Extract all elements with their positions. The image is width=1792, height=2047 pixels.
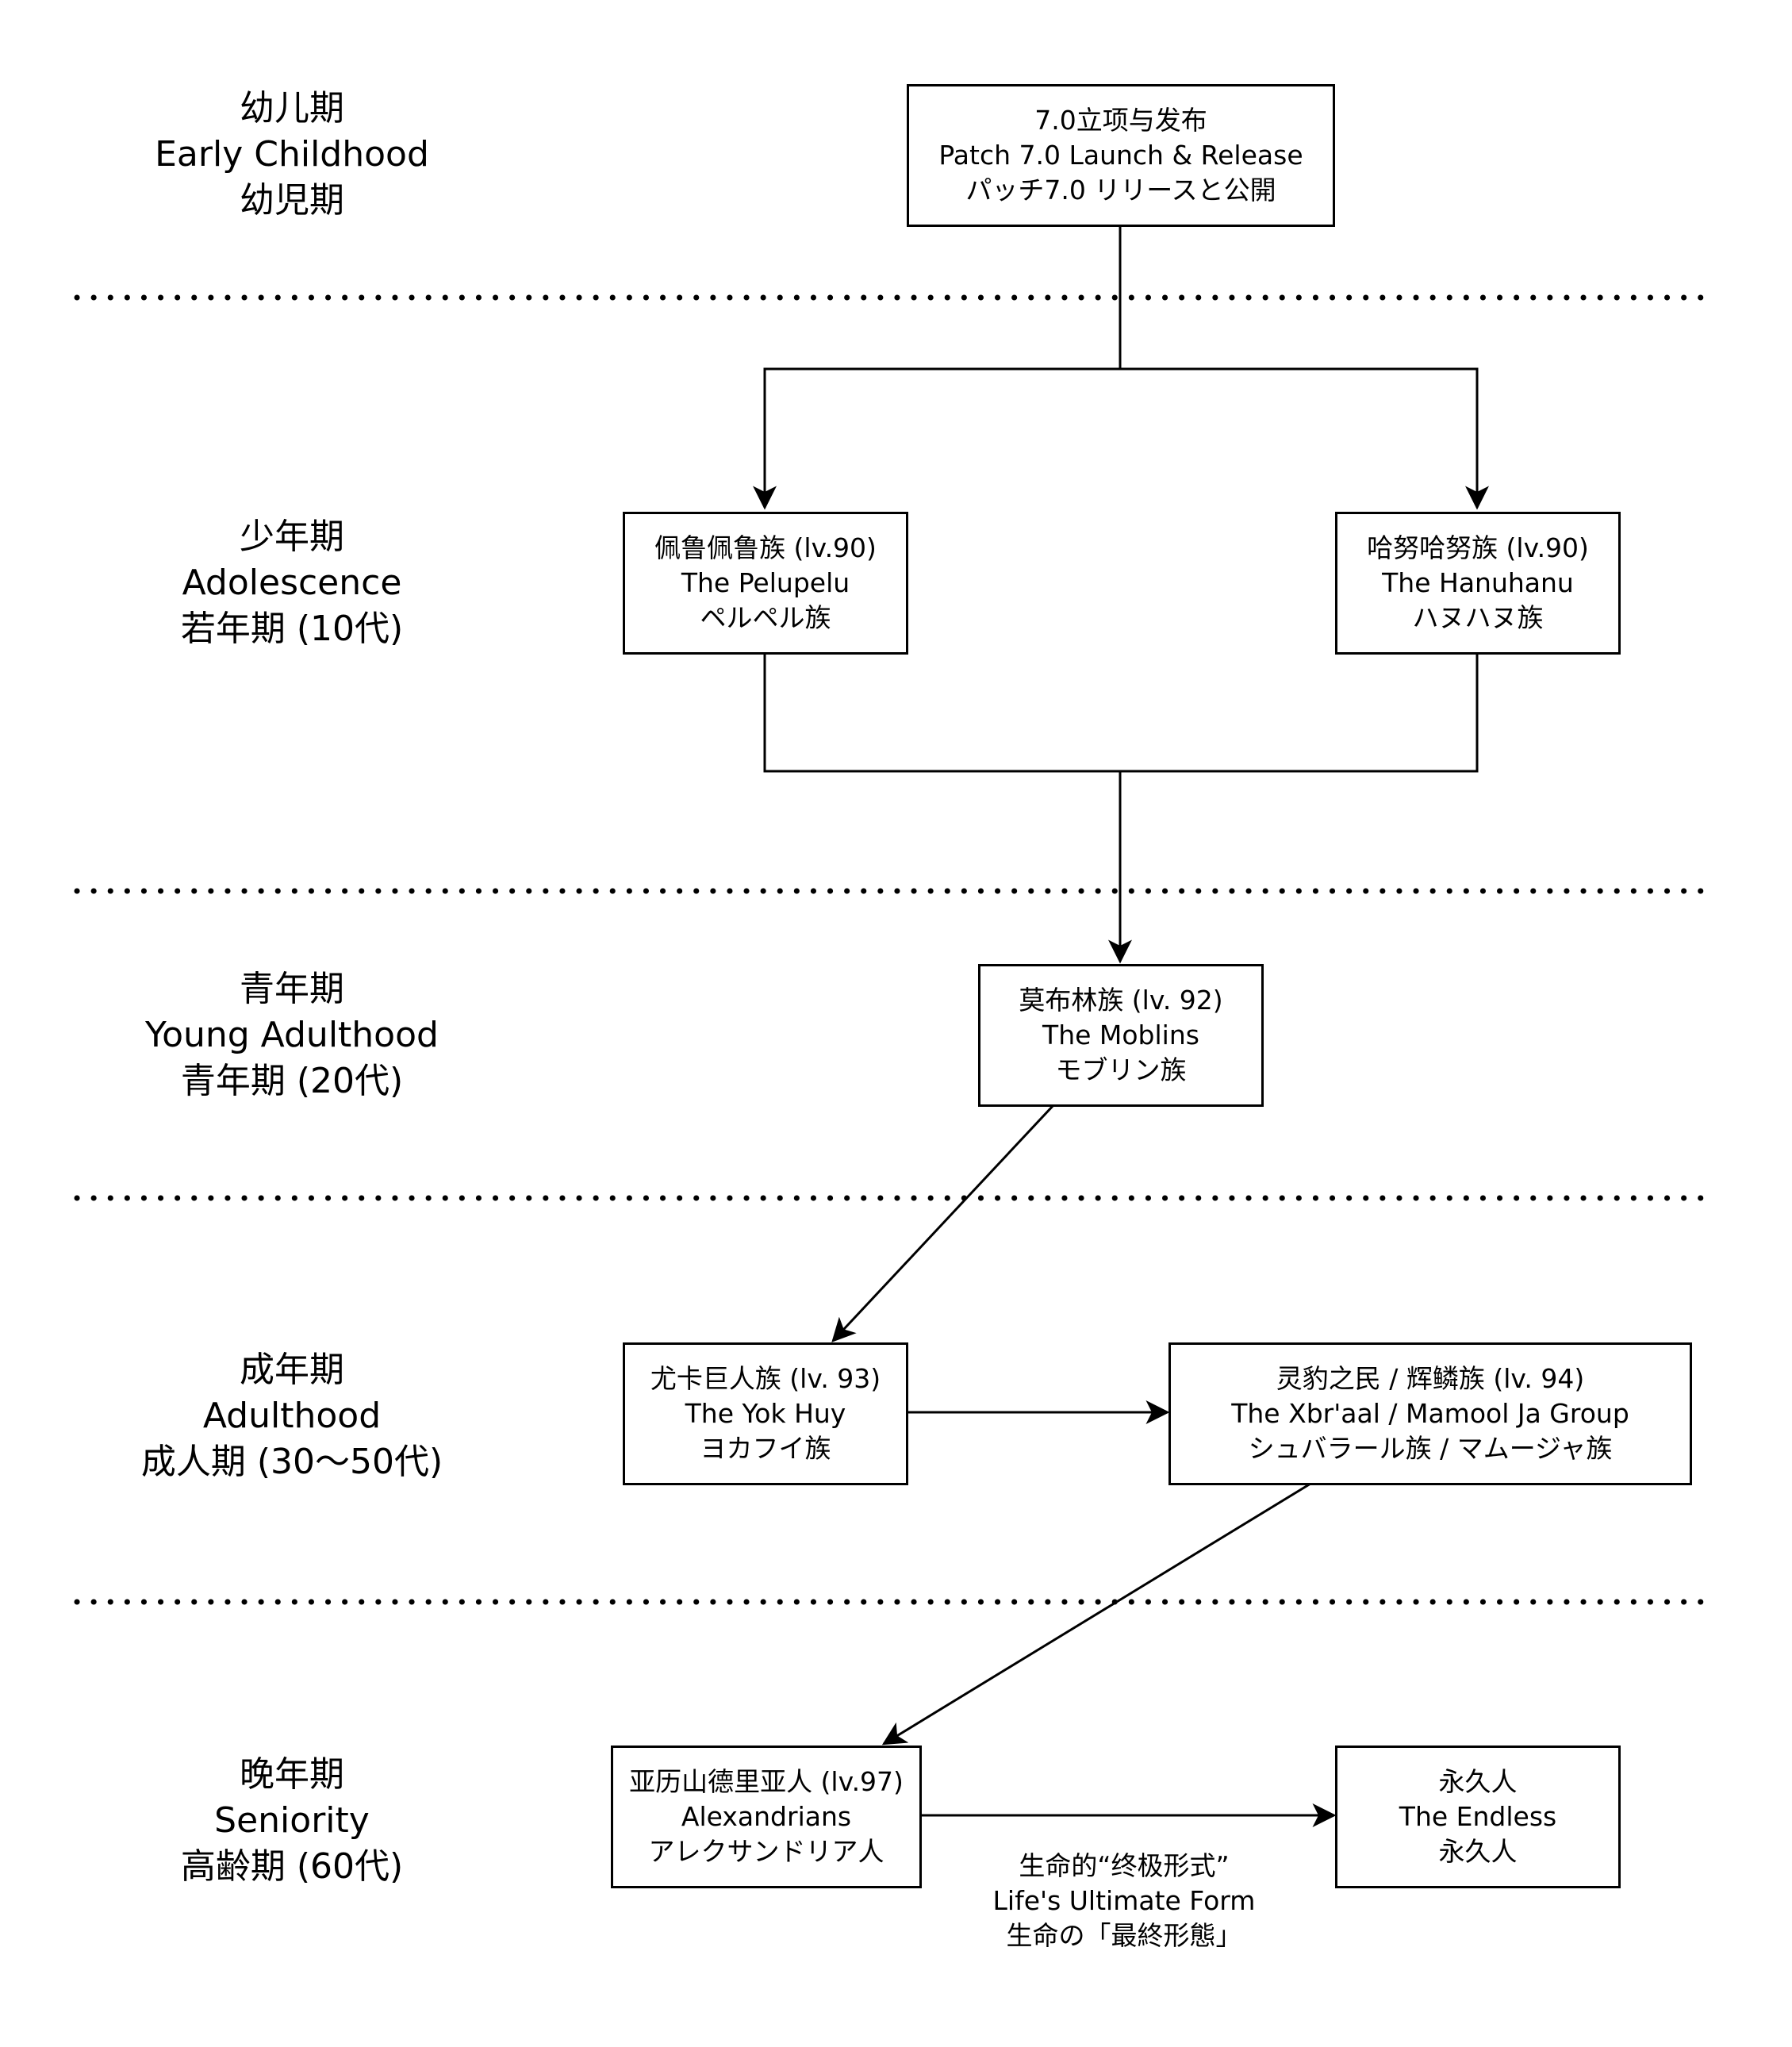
stage-label-en: Early Childhood — [155, 134, 429, 175]
node-label-en: The Endless — [1399, 1801, 1557, 1832]
node-alexandrians: 亚历山德里亚人 (lv.97) Alexandrians アレクサンドリア人 — [611, 1746, 922, 1888]
node-pelupelu: 佩鲁佩鲁族 (lv.90) The Pelupelu ペルペル族 — [623, 512, 908, 655]
stage-label-zh: 幼儿期 — [240, 88, 344, 129]
node-endless: 永久人 The Endless 永久人 — [1335, 1746, 1621, 1888]
stage-label-ja: 高齢期 (60代) — [180, 1846, 404, 1887]
node-xbraal: 灵豹之民 / 辉鳞族 (lv. 94) The Xbr'aal / Mamool… — [1168, 1342, 1692, 1485]
stage-dividers — [74, 294, 1717, 1605]
stage-label-ja: 成人期 (30〜50代) — [140, 1442, 443, 1482]
edge-pelupelu-to-moblins — [763, 653, 1132, 964]
stage-label-seniority: 晚年期 Seniority 高齢期 (60代) — [109, 1752, 474, 1890]
edge-label-zh: 生命的“终极形式” — [1019, 1850, 1230, 1881]
node-label-en: The Xbr'aal / Mamool Ja Group — [1231, 1398, 1629, 1429]
node-label-en: The Hanuhanu — [1382, 567, 1574, 598]
stage-label-zh: 少年期 — [240, 517, 344, 557]
node-label-ja: ヨカフイ族 — [700, 1433, 831, 1464]
node-moblins: 莫布林族 (lv. 92) The Moblins モブリン族 — [978, 964, 1264, 1107]
node-label-zh: 7.0立项与发布 — [1034, 105, 1207, 136]
node-label-zh: 莫布林族 (lv. 92) — [1019, 985, 1223, 1016]
edge-launch-to-hanuhanu — [1120, 367, 1489, 510]
node-label-ja: ハヌハヌ族 — [1412, 602, 1544, 633]
stage-label-ja: 幼児期 — [240, 180, 344, 221]
node-label-zh: 佩鲁佩鲁族 (lv.90) — [654, 532, 877, 563]
edge-label-ultimate-form: 生命的“终极形式” Life's Ultimate Form 生命の「最終形態」 — [922, 1849, 1326, 1953]
node-label-ja: モブリン族 — [1055, 1054, 1187, 1085]
edge-label-en: Life's Ultimate Form — [992, 1885, 1256, 1916]
node-label-zh: 尤卡巨人族 (lv. 93) — [650, 1363, 881, 1394]
node-launch: 7.0立项与发布 Patch 7.0 Launch & Release パッチ7… — [907, 84, 1335, 227]
stage-label-early-childhood: 幼儿期 Early Childhood 幼児期 — [109, 86, 474, 224]
stage-label-zh: 成年期 — [240, 1350, 344, 1390]
edge-xbraal-to-alexandrians — [881, 1482, 1311, 1746]
stage-label-en: Seniority — [214, 1800, 370, 1841]
node-label-ja: アレクサンドリア人 — [648, 1836, 884, 1867]
edge-hanuhanu-merge — [1120, 653, 1479, 773]
stage-label-en: Adulthood — [202, 1396, 382, 1436]
node-label-en: The Yok Huy — [685, 1398, 846, 1429]
stage-label-adulthood: 成年期 Adulthood 成人期 (30〜50代) — [109, 1347, 474, 1485]
stage-label-zh: 青年期 — [240, 969, 344, 1009]
node-label-zh: 亚历山德里亚人 (lv.97) — [629, 1766, 904, 1797]
node-label-zh: 灵豹之民 / 辉鳞族 (lv. 94) — [1276, 1363, 1585, 1394]
node-label-en: The Moblins — [1042, 1020, 1199, 1050]
stage-label-en: Adolescence — [182, 563, 402, 603]
stage-label-en: Young Adulthood — [145, 1015, 439, 1055]
node-label-zh: 哈努哈努族 (lv.90) — [1367, 532, 1589, 563]
edge-launch-to-pelupelu — [753, 226, 1122, 510]
stage-label-ja: 青年期 (20代) — [180, 1061, 404, 1101]
node-label-en: Alexandrians — [681, 1801, 852, 1832]
stage-label-zh: 晚年期 — [240, 1754, 344, 1795]
node-label-ja: パッチ7.0 リリースと公開 — [965, 175, 1276, 205]
node-label-en: The Pelupelu — [681, 567, 850, 598]
node-label-zh: 永久人 — [1438, 1766, 1518, 1797]
node-label-ja: 永久人 — [1438, 1836, 1518, 1867]
stage-label-adolescence: 少年期 Adolescence 若年期 (10代) — [109, 514, 474, 652]
node-hanuhanu: 哈努哈努族 (lv.90) The Hanuhanu ハヌハヌ族 — [1335, 512, 1621, 655]
node-label-ja: シュバラール族 / マムージャ族 — [1248, 1433, 1613, 1464]
edge-moblins-to-yokhuy — [831, 1104, 1055, 1342]
node-yokhuy: 尤卡巨人族 (lv. 93) The Yok Huy ヨカフイ族 — [623, 1342, 908, 1485]
node-label-ja: ペルペル族 — [700, 602, 831, 633]
stage-label-young-adulthood: 青年期 Young Adulthood 青年期 (20代) — [109, 966, 474, 1104]
node-label-en: Patch 7.0 Launch & Release — [938, 140, 1303, 171]
stage-label-ja: 若年期 (10代) — [180, 609, 404, 649]
edge-label-ja: 生命の「最終形態」 — [1006, 1920, 1242, 1951]
